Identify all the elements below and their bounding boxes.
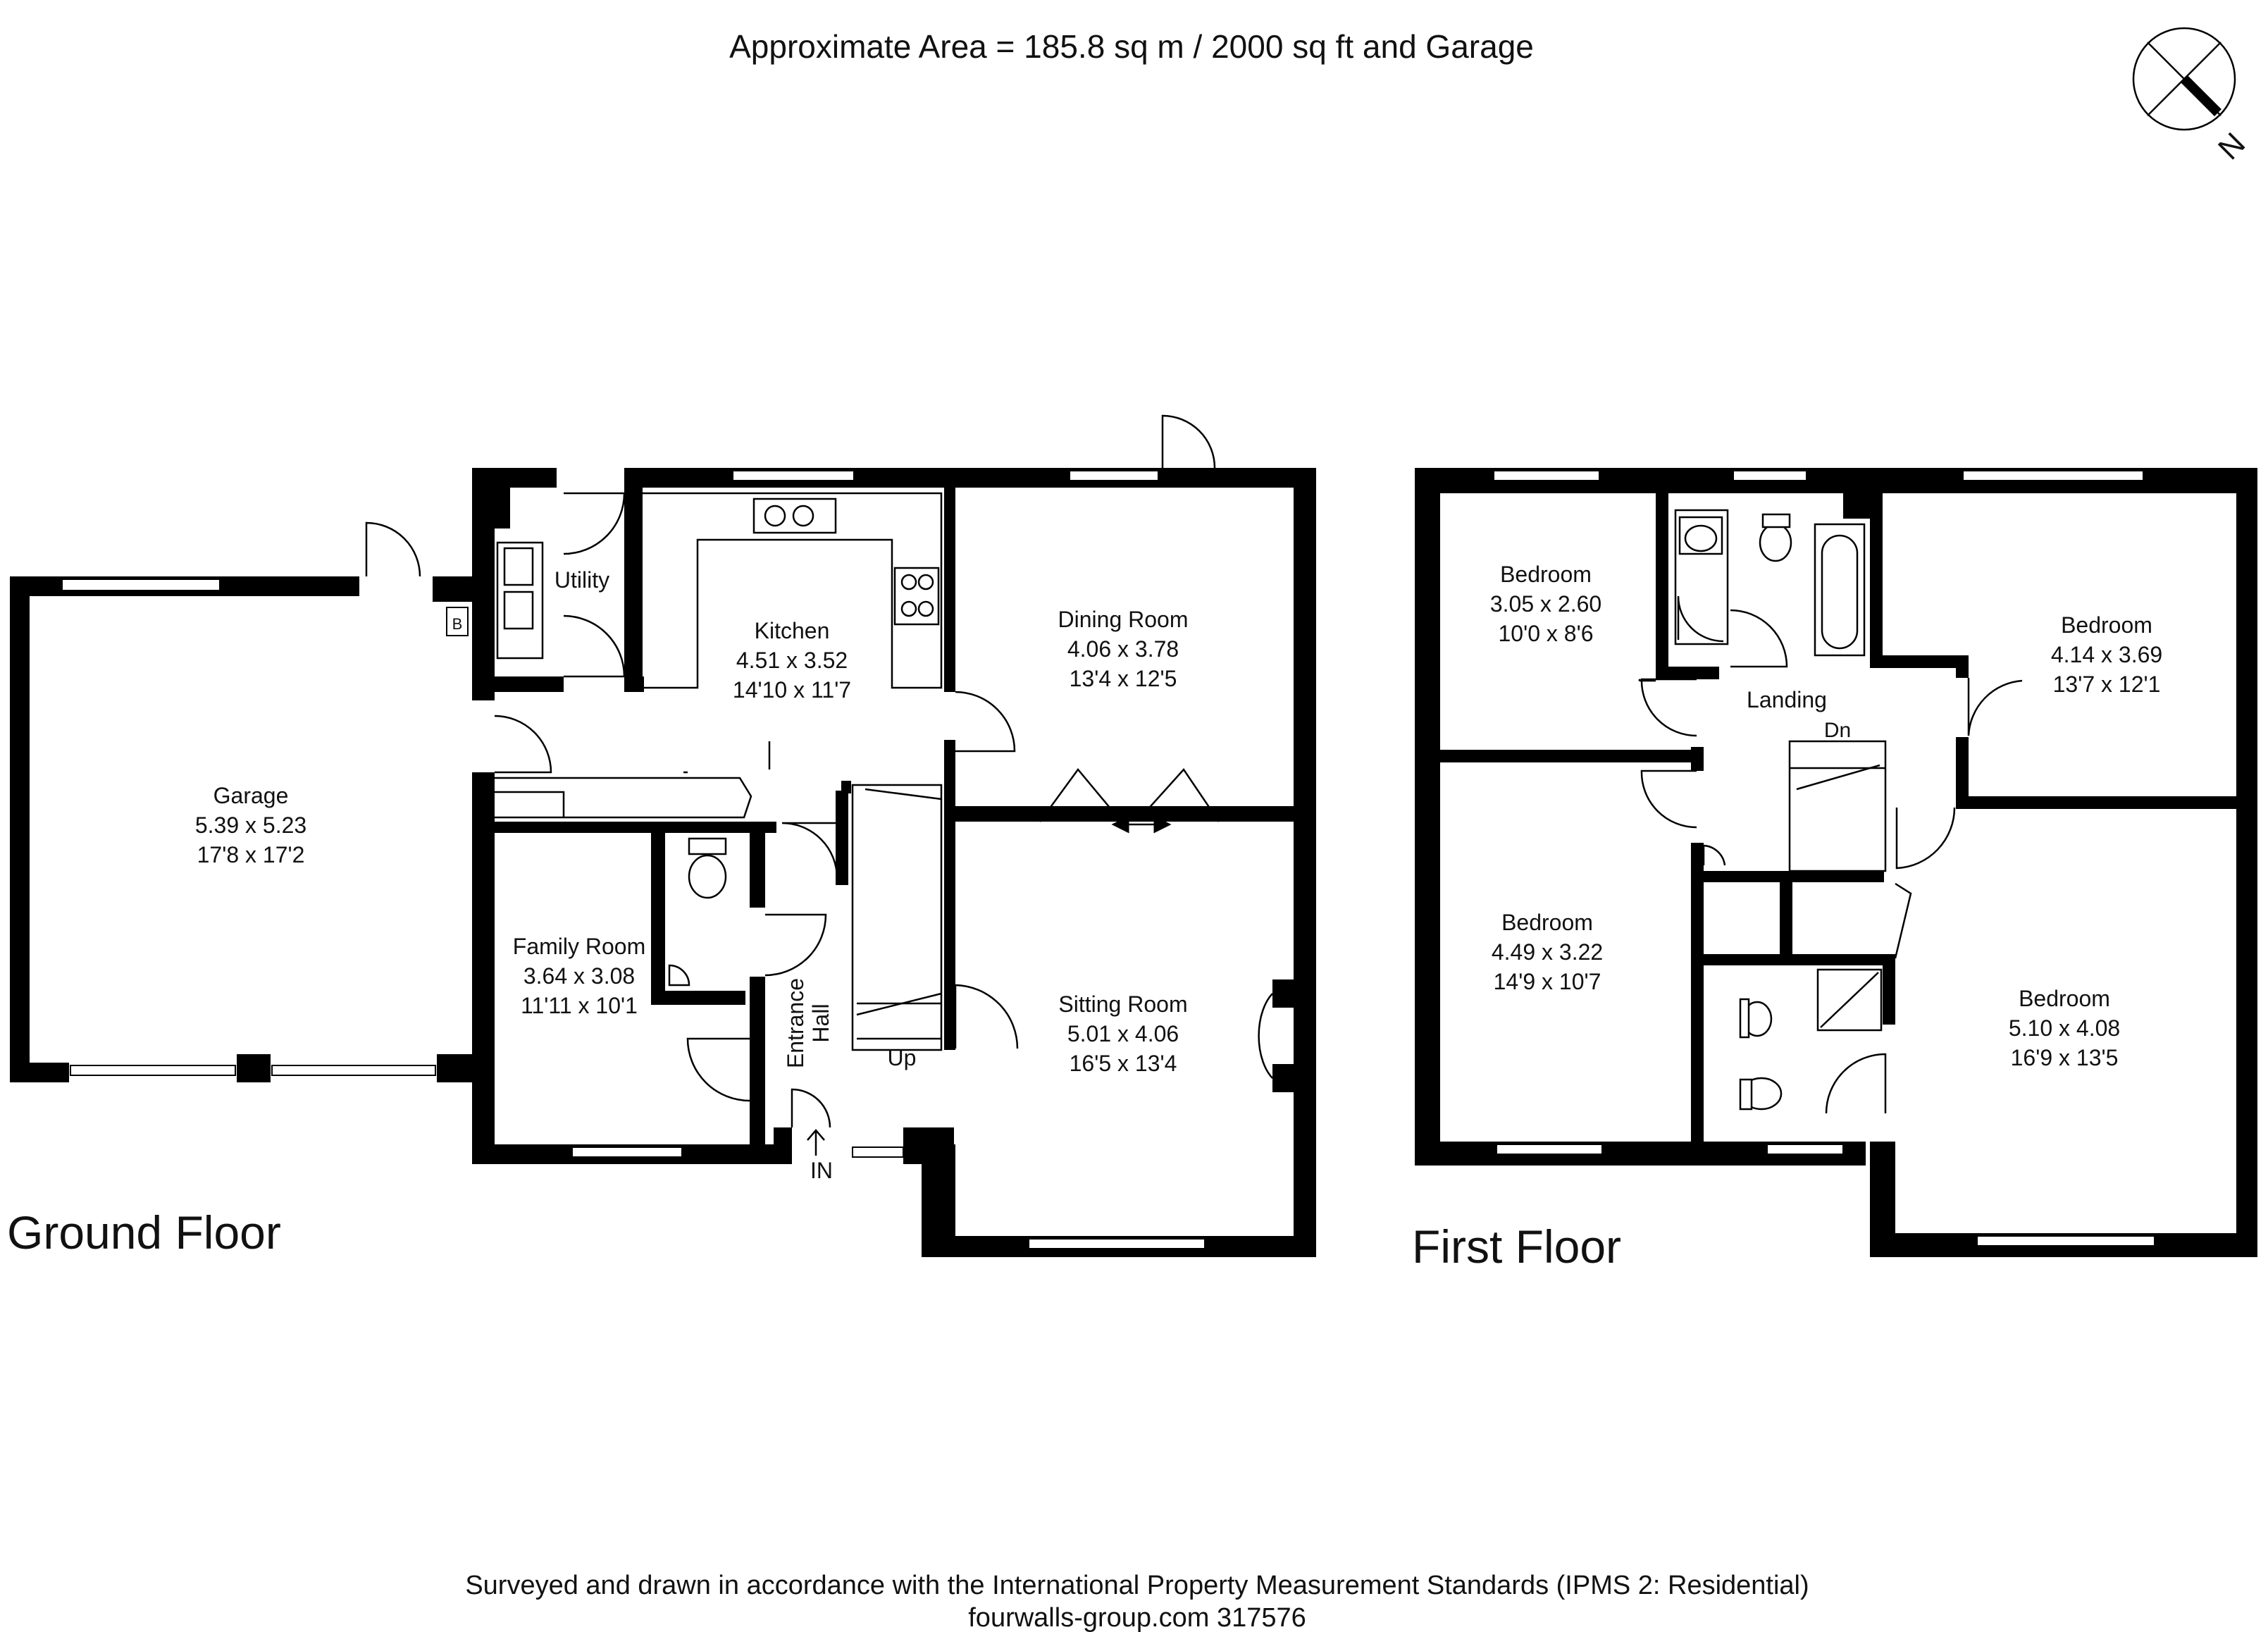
first-floor-plan [1415,468,2257,1257]
landing-label: Landing [1747,687,1827,712]
boiler-label: B [452,615,463,633]
svg-text:Utility: Utility [554,567,609,593]
svg-text:Entrance: Entrance [783,978,808,1068]
svg-text:Dining Room: Dining Room [1058,607,1189,632]
svg-text:4.49 x 3.22: 4.49 x 3.22 [1492,939,1603,965]
svg-text:Garage: Garage [213,783,289,808]
room-bedroom-3: Bedroom 4.49 x 3.22 14'9 x 10'7 [1492,910,1603,994]
room-family-room: Family Room 3.64 x 3.08 11'11 x 10'1 [513,934,645,1018]
compass-icon: N [2132,27,2252,166]
room-bedroom-1: Bedroom 3.05 x 2.60 10'0 x 8'6 [1490,562,1601,646]
svg-text:5.10 x 4.08: 5.10 x 4.08 [2009,1015,2120,1041]
svg-text:Bedroom: Bedroom [1501,910,1593,935]
stairs-up-label: Up [888,1045,917,1070]
svg-text:Kitchen: Kitchen [755,618,830,643]
svg-text:11'11 x 10'1: 11'11 x 10'1 [521,993,638,1018]
room-dining-room: Dining Room 4.06 x 3.78 13'4 x 12'5 [1058,607,1189,691]
svg-text:Family Room: Family Room [513,934,645,959]
svg-text:4.14 x 3.69: 4.14 x 3.69 [2051,642,2162,667]
stairs-down-label: Dn [1824,719,1851,742]
svg-text:5.39 x 5.23: 5.39 x 5.23 [195,812,306,838]
svg-text:Bedroom: Bedroom [2019,986,2110,1011]
room-utility: Utility [554,567,609,593]
footer-standards-text: Surveyed and drawn in accordance with th… [465,1571,1809,1600]
footer-reference-text: fourwalls-group.com 317576 [968,1603,1306,1632]
svg-text:13'7 x 12'1: 13'7 x 12'1 [2053,672,2161,697]
room-bedroom-4: Bedroom 5.10 x 4.08 16'9 x 13'5 [2009,986,2120,1070]
ground-floor-plan: B [10,414,1316,1257]
room-bedroom-2: Bedroom 4.14 x 3.69 13'7 x 12'1 [2051,612,2162,697]
svg-text:14'10 x 11'7: 14'10 x 11'7 [733,677,851,703]
svg-text:13'4 x 12'5: 13'4 x 12'5 [1070,666,1177,691]
room-sitting-room: Sitting Room 5.01 x 4.06 16'5 x 13'4 [1058,991,1187,1076]
first-floor-title: First Floor [1412,1220,1621,1273]
svg-text:3.64 x 3.08: 3.64 x 3.08 [523,963,635,989]
room-garage: Garage 5.39 x 5.23 17'8 x 17'2 [195,783,306,867]
svg-text:Bedroom: Bedroom [1500,562,1592,587]
svg-text:17'8 x 17'2: 17'8 x 17'2 [197,842,305,867]
entry-label: IN [810,1158,833,1183]
svg-text:4.51 x 3.52: 4.51 x 3.52 [736,648,848,673]
room-kitchen: Kitchen 4.51 x 3.52 14'10 x 11'7 [733,618,851,703]
svg-text:Hall: Hall [808,1003,834,1042]
svg-text:16'5 x 13'4: 16'5 x 13'4 [1070,1051,1177,1076]
area-heading: Approximate Area = 185.8 sq m / 2000 sq … [729,28,1534,65]
svg-text:14'9 x 10'7: 14'9 x 10'7 [1494,969,1601,994]
ground-floor-title: Ground Floor [7,1206,281,1259]
compass-north-label: N [2212,126,2252,166]
svg-text:3.05 x 2.60: 3.05 x 2.60 [1490,591,1601,617]
svg-text:Sitting Room: Sitting Room [1058,991,1187,1017]
svg-text:5.01 x 4.06: 5.01 x 4.06 [1067,1021,1179,1046]
svg-text:10'0 x 8'6: 10'0 x 8'6 [1499,621,1594,646]
svg-text:Bedroom: Bedroom [2061,612,2152,638]
svg-text:4.06 x 3.78: 4.06 x 3.78 [1067,636,1179,662]
svg-text:16'9 x 13'5: 16'9 x 13'5 [2011,1045,2119,1070]
entrance-hall-label: Entrance Hall [783,978,834,1068]
